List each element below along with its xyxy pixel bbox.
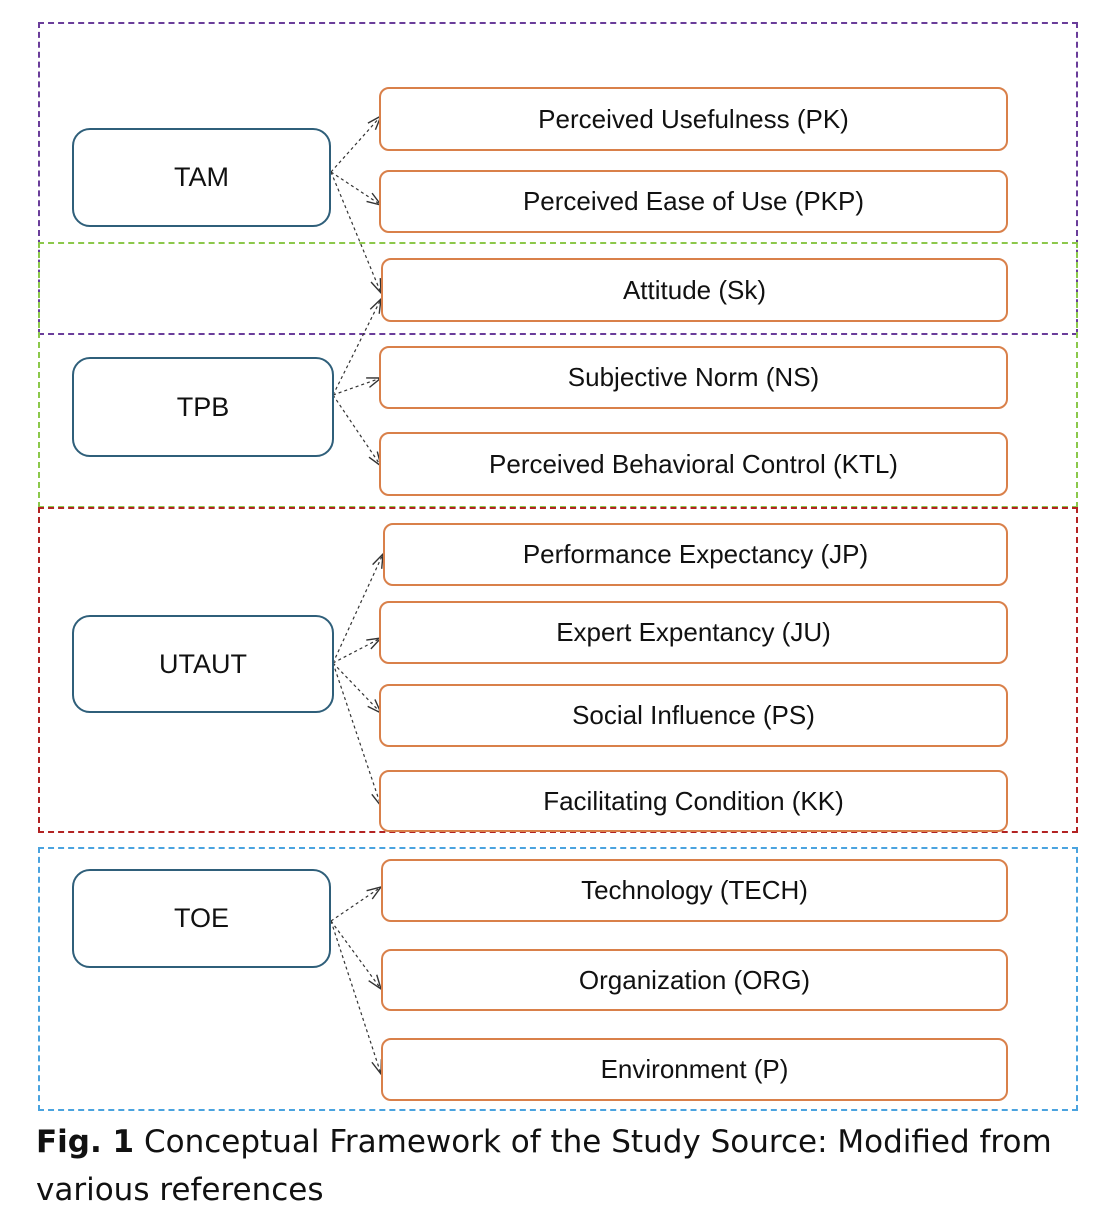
theory-box-utaut: UTAUT (72, 615, 334, 713)
construct-box-tech: Technology (TECH) (381, 859, 1008, 922)
toe-group-box (38, 847, 1078, 1111)
construct-box-org: Organization (ORG) (381, 949, 1008, 1011)
construct-box-jp: Performance Expectancy (JP) (383, 523, 1008, 586)
figure-caption: Fig. 1 Conceptual Framework of the Study… (36, 1118, 1096, 1214)
construct-box-ktl: Perceived Behavioral Control (KTL) (379, 432, 1008, 496)
construct-box-kk: Facilitating Condition (KK) (379, 770, 1008, 832)
construct-box-ns: Subjective Norm (NS) (379, 346, 1008, 409)
tam-group-box (38, 22, 1078, 335)
theory-box-tpb: TPB (72, 357, 334, 457)
figure-caption-text: Conceptual Framework of the Study Source… (36, 1124, 1052, 1208)
construct-box-sk: Attitude (Sk) (381, 258, 1008, 322)
theory-box-toe: TOE (72, 869, 331, 968)
construct-box-p: Environment (P) (381, 1038, 1008, 1101)
construct-box-ps: Social Influence (PS) (379, 684, 1008, 747)
utaut-group-box (38, 507, 1078, 833)
figure-label: Fig. 1 (36, 1124, 135, 1160)
construct-box-pk: Perceived Usefulness (PK) (379, 87, 1008, 151)
construct-box-ju: Expert Expentancy (JU) (379, 601, 1008, 664)
construct-box-pkp: Perceived Ease of Use (PKP) (379, 170, 1008, 233)
theory-box-tam: TAM (72, 128, 331, 227)
